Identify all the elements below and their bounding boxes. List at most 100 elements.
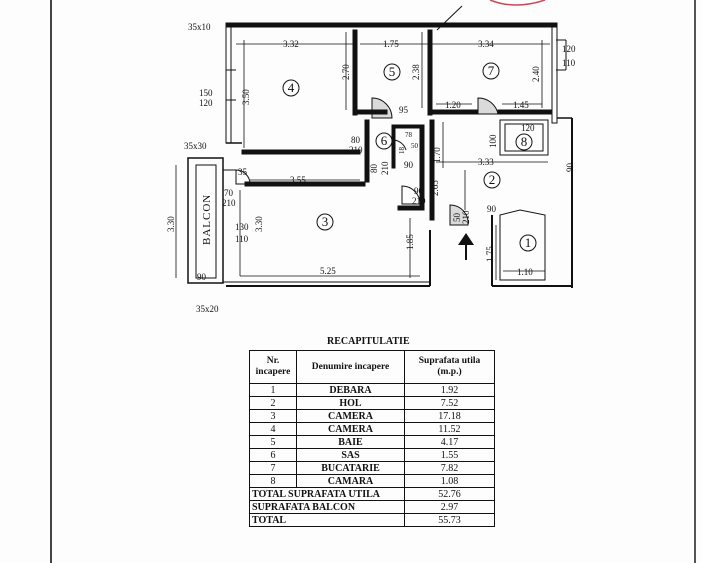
dim-label: 2.65 (430, 180, 440, 196)
entrance-arrow-icon (458, 233, 474, 260)
page-border-left (50, 0, 52, 563)
doors (235, 97, 499, 226)
dim-label: 35 (238, 167, 248, 177)
stamp-mark (489, 0, 546, 6)
dim-label: 100 (488, 134, 498, 148)
row-area: 7.82 (404, 461, 495, 475)
dim-label: 210 (222, 198, 236, 208)
dim-label: 78 (405, 131, 413, 139)
dim-label: 95 (399, 105, 409, 115)
table-row: 5 BAIE 4.17 (249, 435, 495, 449)
row-name: CAMARA (296, 474, 405, 488)
dim-label: 210 (412, 196, 426, 206)
row-nr: 2 (249, 396, 297, 410)
dim-label: 1.70 (432, 147, 442, 163)
dim-label: 70 (224, 188, 234, 198)
dim-label: 35x20 (196, 304, 219, 314)
total-label: TOTAL (249, 513, 405, 527)
row-name: HOL (296, 396, 405, 410)
dim-label: 1.45 (513, 100, 529, 110)
total-area: 52.76 (404, 487, 495, 501)
dim-label: 90 (487, 204, 497, 214)
dim-label: 1.20 (445, 100, 461, 110)
dim-label: 2.70 (341, 64, 351, 80)
row-name: CAMERA (296, 422, 405, 436)
room-number: 1 (525, 235, 532, 250)
dim-label: 1.75 (383, 39, 399, 49)
total-label: TOTAL SUPRAFATA UTILA (249, 487, 405, 501)
row-nr: 4 (249, 422, 297, 436)
total-row: TOTAL SUPRAFATA UTILA 52.76 (249, 487, 495, 501)
room-markers: 1 2 3 4 5 6 7 8 (282, 62, 537, 252)
dim-label: 3.30 (166, 216, 176, 232)
table-row: 1 DEBARA 1.92 (249, 383, 495, 397)
row-area: 17.18 (404, 409, 495, 423)
row-name: SAS (296, 448, 405, 462)
dim-label: 3.34 (478, 39, 494, 49)
dim-label: 2.38 (411, 64, 421, 80)
row-nr: 3 (249, 409, 297, 423)
dim-label: 5.25 (320, 266, 336, 276)
recap-title: RECAPITULATIE (327, 336, 410, 347)
table-row: 8 CAMARA 1.08 (249, 474, 495, 488)
dim-label: 35x10 (188, 22, 211, 32)
table-header-row: Nr. incapere Denumire incapere Suprafata… (249, 350, 495, 384)
total-row: SUPRAFATA BALCON 2.97 (249, 500, 495, 514)
floor-plan: 35x10 3.32 1.75 3.34 120 110 2.70 3.50 2… (166, 0, 576, 314)
total-row: TOTAL 55.73 (249, 513, 495, 527)
header-name: Denumire incapere (296, 350, 405, 384)
dim-label: 80 (369, 164, 379, 174)
dim-label: 90 (197, 272, 207, 282)
dim-label: 1.75 (485, 246, 495, 262)
table-row: 6 SAS 1.55 (249, 448, 495, 462)
dim-label: 1.10 (517, 267, 533, 277)
room-number: 3 (322, 214, 329, 229)
dim-label: 90 (565, 163, 575, 173)
row-area: 1.55 (404, 448, 495, 462)
table-row: 7 BUCATARIE 7.82 (249, 461, 495, 475)
dim-label: 210 (349, 145, 363, 155)
total-area: 55.73 (404, 513, 495, 527)
row-name: BAIE (296, 435, 405, 449)
walls (187, 22, 573, 288)
row-nr: 5 (249, 435, 297, 449)
dim-label: 110 (235, 234, 249, 244)
dim-label: 2.40 (531, 66, 541, 82)
dim-label: 130 (235, 222, 249, 232)
table-row: 3 CAMERA 17.18 (249, 409, 495, 423)
balcony-label: BALCON (201, 194, 213, 245)
table-row: 4 CAMERA 11.52 (249, 422, 495, 436)
row-name: BUCATARIE (296, 461, 405, 475)
total-label: SUPRAFATA BALCON (249, 500, 405, 514)
room-number: 4 (288, 80, 295, 95)
dim-label: 110 (562, 58, 576, 68)
row-area: 4.17 (404, 435, 495, 449)
row-nr: 8 (249, 474, 297, 488)
row-area: 1.08 (404, 474, 495, 488)
row-nr: 6 (249, 448, 297, 462)
recap-table: Nr. incapere Denumire incapere Suprafata… (249, 350, 495, 527)
dim-label: 210 (461, 210, 471, 224)
dim-label: 3.50 (241, 89, 251, 105)
dim-label: 120 (199, 98, 213, 108)
dim-label: 210 (380, 161, 390, 175)
dimension-lines (175, 32, 550, 280)
total-area: 2.97 (404, 500, 495, 514)
dim-label: 35x30 (184, 141, 207, 151)
dim-label: 120 (562, 44, 576, 54)
dim-label: 3.55 (290, 175, 306, 185)
room-number: 6 (381, 133, 388, 148)
dim-label: 80 (351, 135, 361, 145)
row-name: CAMERA (296, 409, 405, 423)
dim-label: 50 (411, 142, 419, 150)
row-name: DEBARA (296, 383, 405, 397)
room-number: 5 (389, 64, 396, 79)
dim-label: 3.32 (283, 39, 299, 49)
dim-label: 90 (414, 186, 424, 196)
row-area: 1.92 (404, 383, 495, 397)
header-nr: Nr. incapere (249, 350, 297, 384)
row-nr: 1 (249, 383, 297, 397)
row-area: 11.52 (404, 422, 495, 436)
dim-label: 90 (404, 160, 414, 170)
